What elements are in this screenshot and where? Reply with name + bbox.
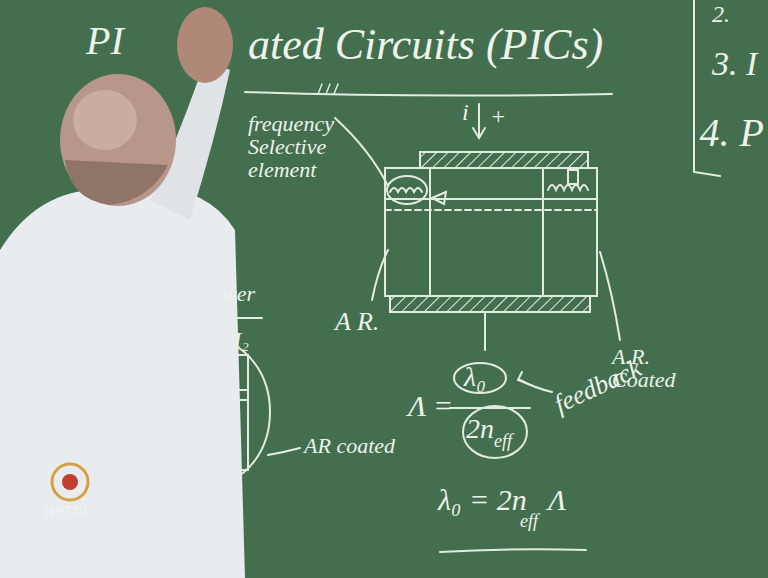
current-label: I₂ [234, 328, 249, 351]
logo-text: NPTEL [44, 504, 90, 518]
equation: λ₀ [464, 362, 486, 391]
equation: Λ [548, 484, 566, 516]
title-fragment: wer [222, 282, 255, 305]
equation: λ₀ = 2n [438, 484, 527, 516]
list-number: 3. I [712, 46, 757, 82]
title-text: ated Circuits (PICs) [248, 22, 603, 68]
current-label: i [462, 100, 469, 125]
annotation: A R. [335, 308, 379, 335]
polarity-sign: + [490, 104, 506, 129]
list-number: 2. [712, 2, 730, 27]
equation: 2n [466, 414, 494, 443]
list-number: 4. P [700, 112, 764, 154]
equation: Λ = [408, 390, 453, 422]
annotation: frequency Selective element [248, 112, 348, 181]
subscript: eff [494, 432, 512, 451]
title-fragment: PI [86, 20, 124, 62]
subscript: eff [520, 512, 538, 531]
annotation: AR coated [304, 434, 395, 457]
